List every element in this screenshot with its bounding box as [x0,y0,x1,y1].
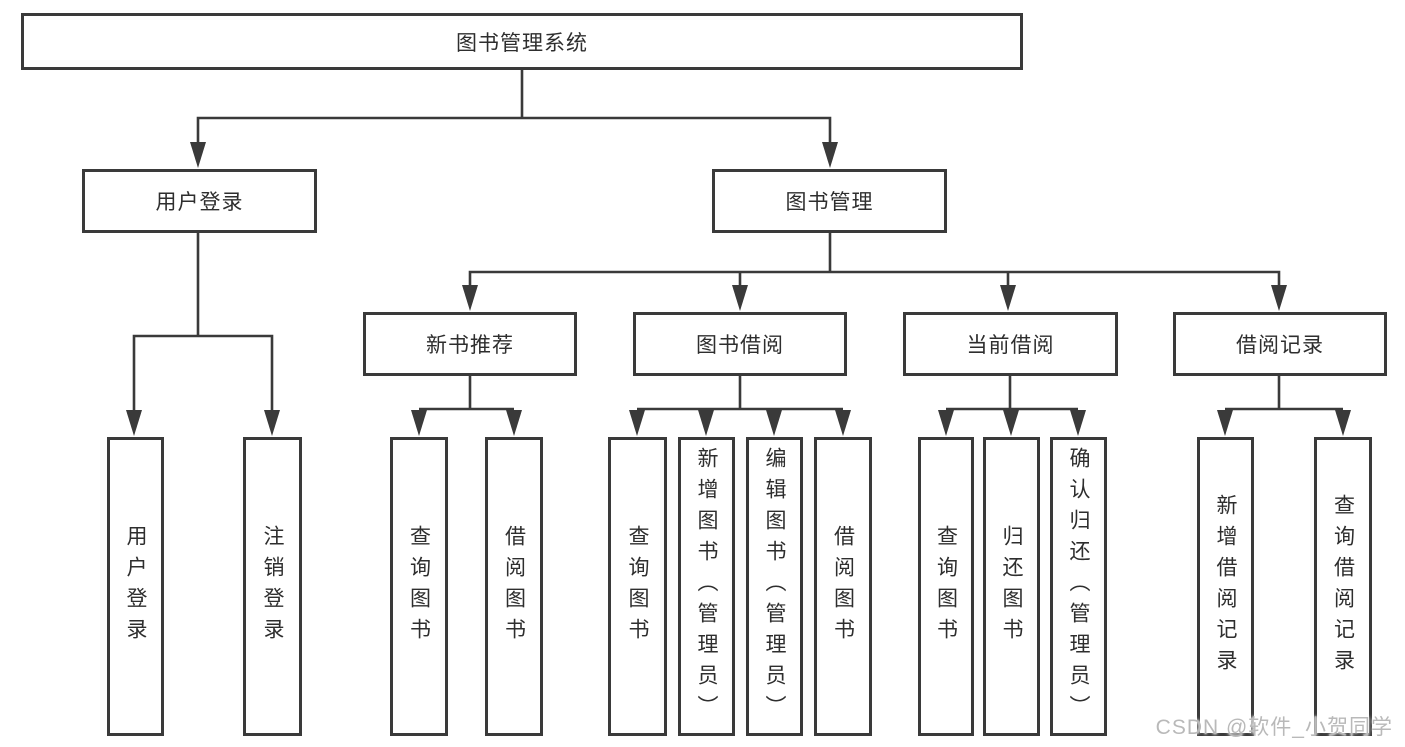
watermark: CSDN @软件_小贺同学 [1155,716,1393,739]
node-leaf-return-books: 归还图书 [983,437,1040,736]
node-leaf-query-books-current-label: 查询图书 [934,524,958,649]
node-leaf-query-books-recommend: 查询图书 [390,437,448,736]
connector [196,116,832,146]
node-book-management: 图书管理 [712,169,947,233]
node-leaf-edit-book-admin: 编辑图书（管理员） [746,437,803,736]
node-leaf-borrow-books-recommend: 借阅图书 [485,437,543,736]
node-leaf-query-books-borrowing-label: 查询图书 [626,524,649,649]
arrowhead-down-icon [698,410,714,436]
node-leaf-user-login: 用户登录 [107,437,164,736]
node-library-system: 图书管理系统 [21,13,1023,70]
connector [132,334,274,412]
arrowhead-down-icon [506,410,522,436]
node-borrowing-records-label: 借阅记录 [1236,334,1324,357]
node-leaf-confirm-return-admin-label: 确认归还（管理员） [1067,447,1090,726]
node-leaf-confirm-return-admin: 确认归还（管理员） [1050,437,1107,736]
node-library-system-label: 图书管理系统 [456,31,588,55]
arrowhead-down-icon [264,410,280,436]
node-leaf-query-books-recommend-label: 查询图书 [407,524,431,649]
node-user-login-branch-label: 用户登录 [155,191,244,214]
node-leaf-add-borrow-record: 新增借阅记录 [1197,437,1254,736]
arrowhead-down-icon [822,142,838,168]
node-leaf-borrow-books-borrowing: 借阅图书 [814,437,872,736]
node-leaf-add-borrow-record-label: 新增借阅记录 [1214,493,1237,680]
arrowhead-down-icon [766,410,782,436]
arrowhead-down-icon [1217,410,1233,436]
node-new-book-recommend-label: 新书推荐 [426,334,514,357]
arrowhead-down-icon [629,410,645,436]
node-leaf-borrow-books-borrowing-label: 借阅图书 [831,524,855,649]
node-leaf-query-borrow-record: 查询借阅记录 [1314,437,1372,736]
node-leaf-add-book-admin: 新增图书（管理员） [678,437,735,736]
node-new-book-recommend: 新书推荐 [363,312,577,376]
arrowhead-down-icon [1335,410,1351,436]
node-user-login-branch: 用户登录 [82,169,317,233]
node-current-borrowing-label: 当前借阅 [966,334,1055,357]
arrowhead-down-icon [1070,410,1086,436]
node-leaf-edit-book-admin-label: 编辑图书（管理员） [763,447,786,726]
node-leaf-return-books-label: 归还图书 [1000,524,1023,649]
node-book-borrowing-label: 图书借阅 [696,334,784,357]
node-leaf-query-books-current: 查询图书 [918,437,974,736]
arrowhead-down-icon [835,410,851,436]
arrowhead-down-icon [411,410,427,436]
arrowhead-down-icon [190,142,206,168]
node-leaf-query-borrow-record-label: 查询借阅记录 [1331,493,1355,680]
arrowhead-down-icon [1003,410,1019,436]
arrowhead-down-icon [732,285,748,311]
arrowhead-down-icon [938,410,954,436]
node-leaf-borrow-books-recommend-label: 借阅图书 [502,524,526,649]
node-leaf-add-book-admin-label: 新增图书（管理员） [695,447,718,726]
arrowhead-down-icon [126,410,142,436]
node-leaf-logout-label: 注销登录 [261,524,284,649]
node-book-management-label: 图书管理 [785,191,874,214]
node-borrowing-records: 借阅记录 [1173,312,1387,376]
arrowhead-down-icon [1271,285,1287,311]
arrowhead-down-icon [1000,285,1016,311]
node-leaf-user-login-label: 用户登录 [124,524,147,649]
node-current-borrowing: 当前借阅 [903,312,1118,376]
node-leaf-logout: 注销登录 [243,437,302,736]
node-leaf-query-books-borrowing: 查询图书 [608,437,667,736]
arrowhead-down-icon [462,285,478,311]
connector [468,270,1281,290]
node-book-borrowing: 图书借阅 [633,312,847,376]
